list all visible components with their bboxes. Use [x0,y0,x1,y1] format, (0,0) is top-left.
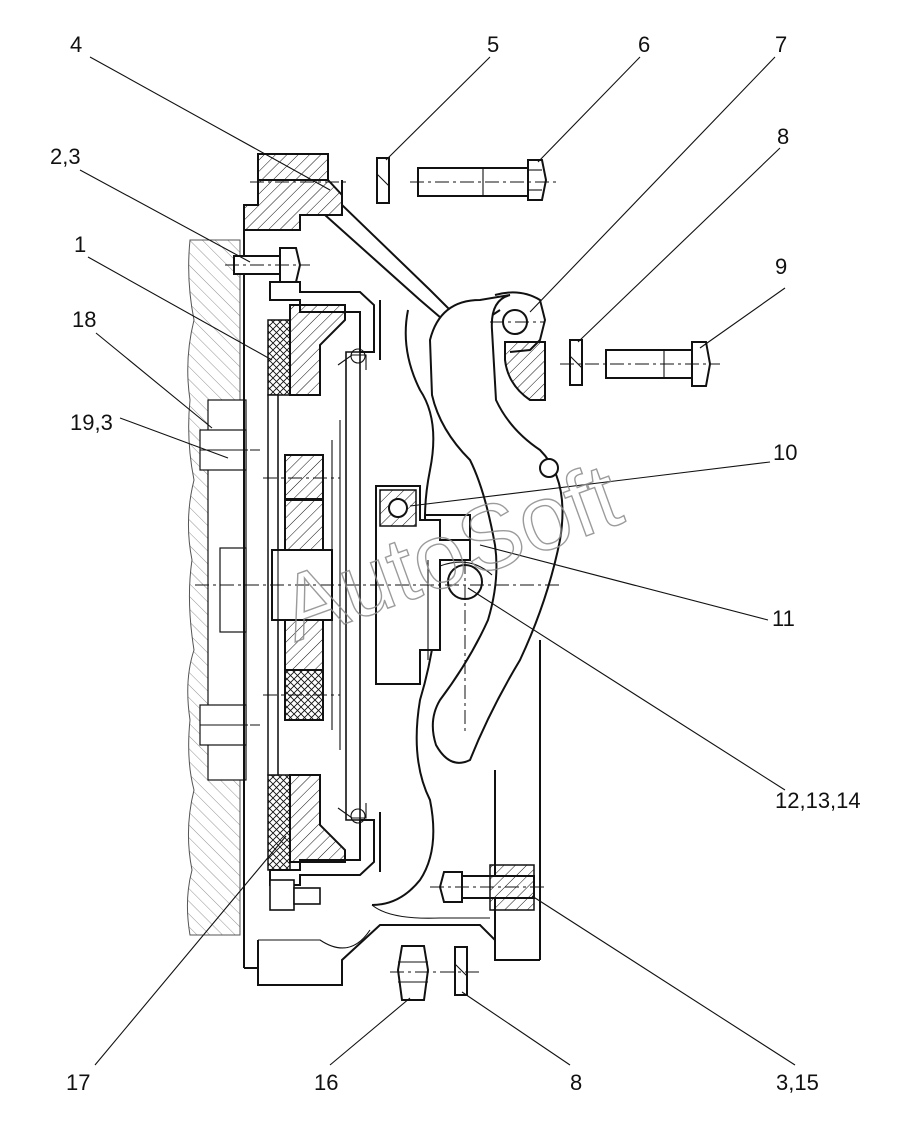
label-3-15: 3,15 [776,1070,819,1095]
label-9: 9 [775,254,787,279]
label-4: 4 [70,32,82,57]
label-10: 10 [773,440,797,465]
label-17: 17 [66,1070,90,1095]
part-labels: 4 5 6 7 8 2,3 1 18 19,3 9 10 11 12,13,14… [50,32,861,1095]
label-19-3: 19,3 [70,410,113,435]
label-8-top: 8 [777,124,789,149]
label-18: 18 [72,307,96,332]
label-2-3: 2,3 [50,144,81,169]
label-16: 16 [314,1070,338,1095]
label-8-bottom: 8 [570,1070,582,1095]
disc-hub [271,395,341,775]
label-1: 1 [74,232,86,257]
label-11: 11 [772,606,795,631]
flywheel-section [186,239,248,936]
label-7: 7 [775,32,787,57]
center-lines [195,181,720,973]
release-fork [428,291,564,764]
leader-lines [79,56,796,1066]
label-5: 5 [487,32,499,57]
label-6: 6 [638,32,650,57]
label-12-13-14: 12,13,14 [775,788,861,813]
